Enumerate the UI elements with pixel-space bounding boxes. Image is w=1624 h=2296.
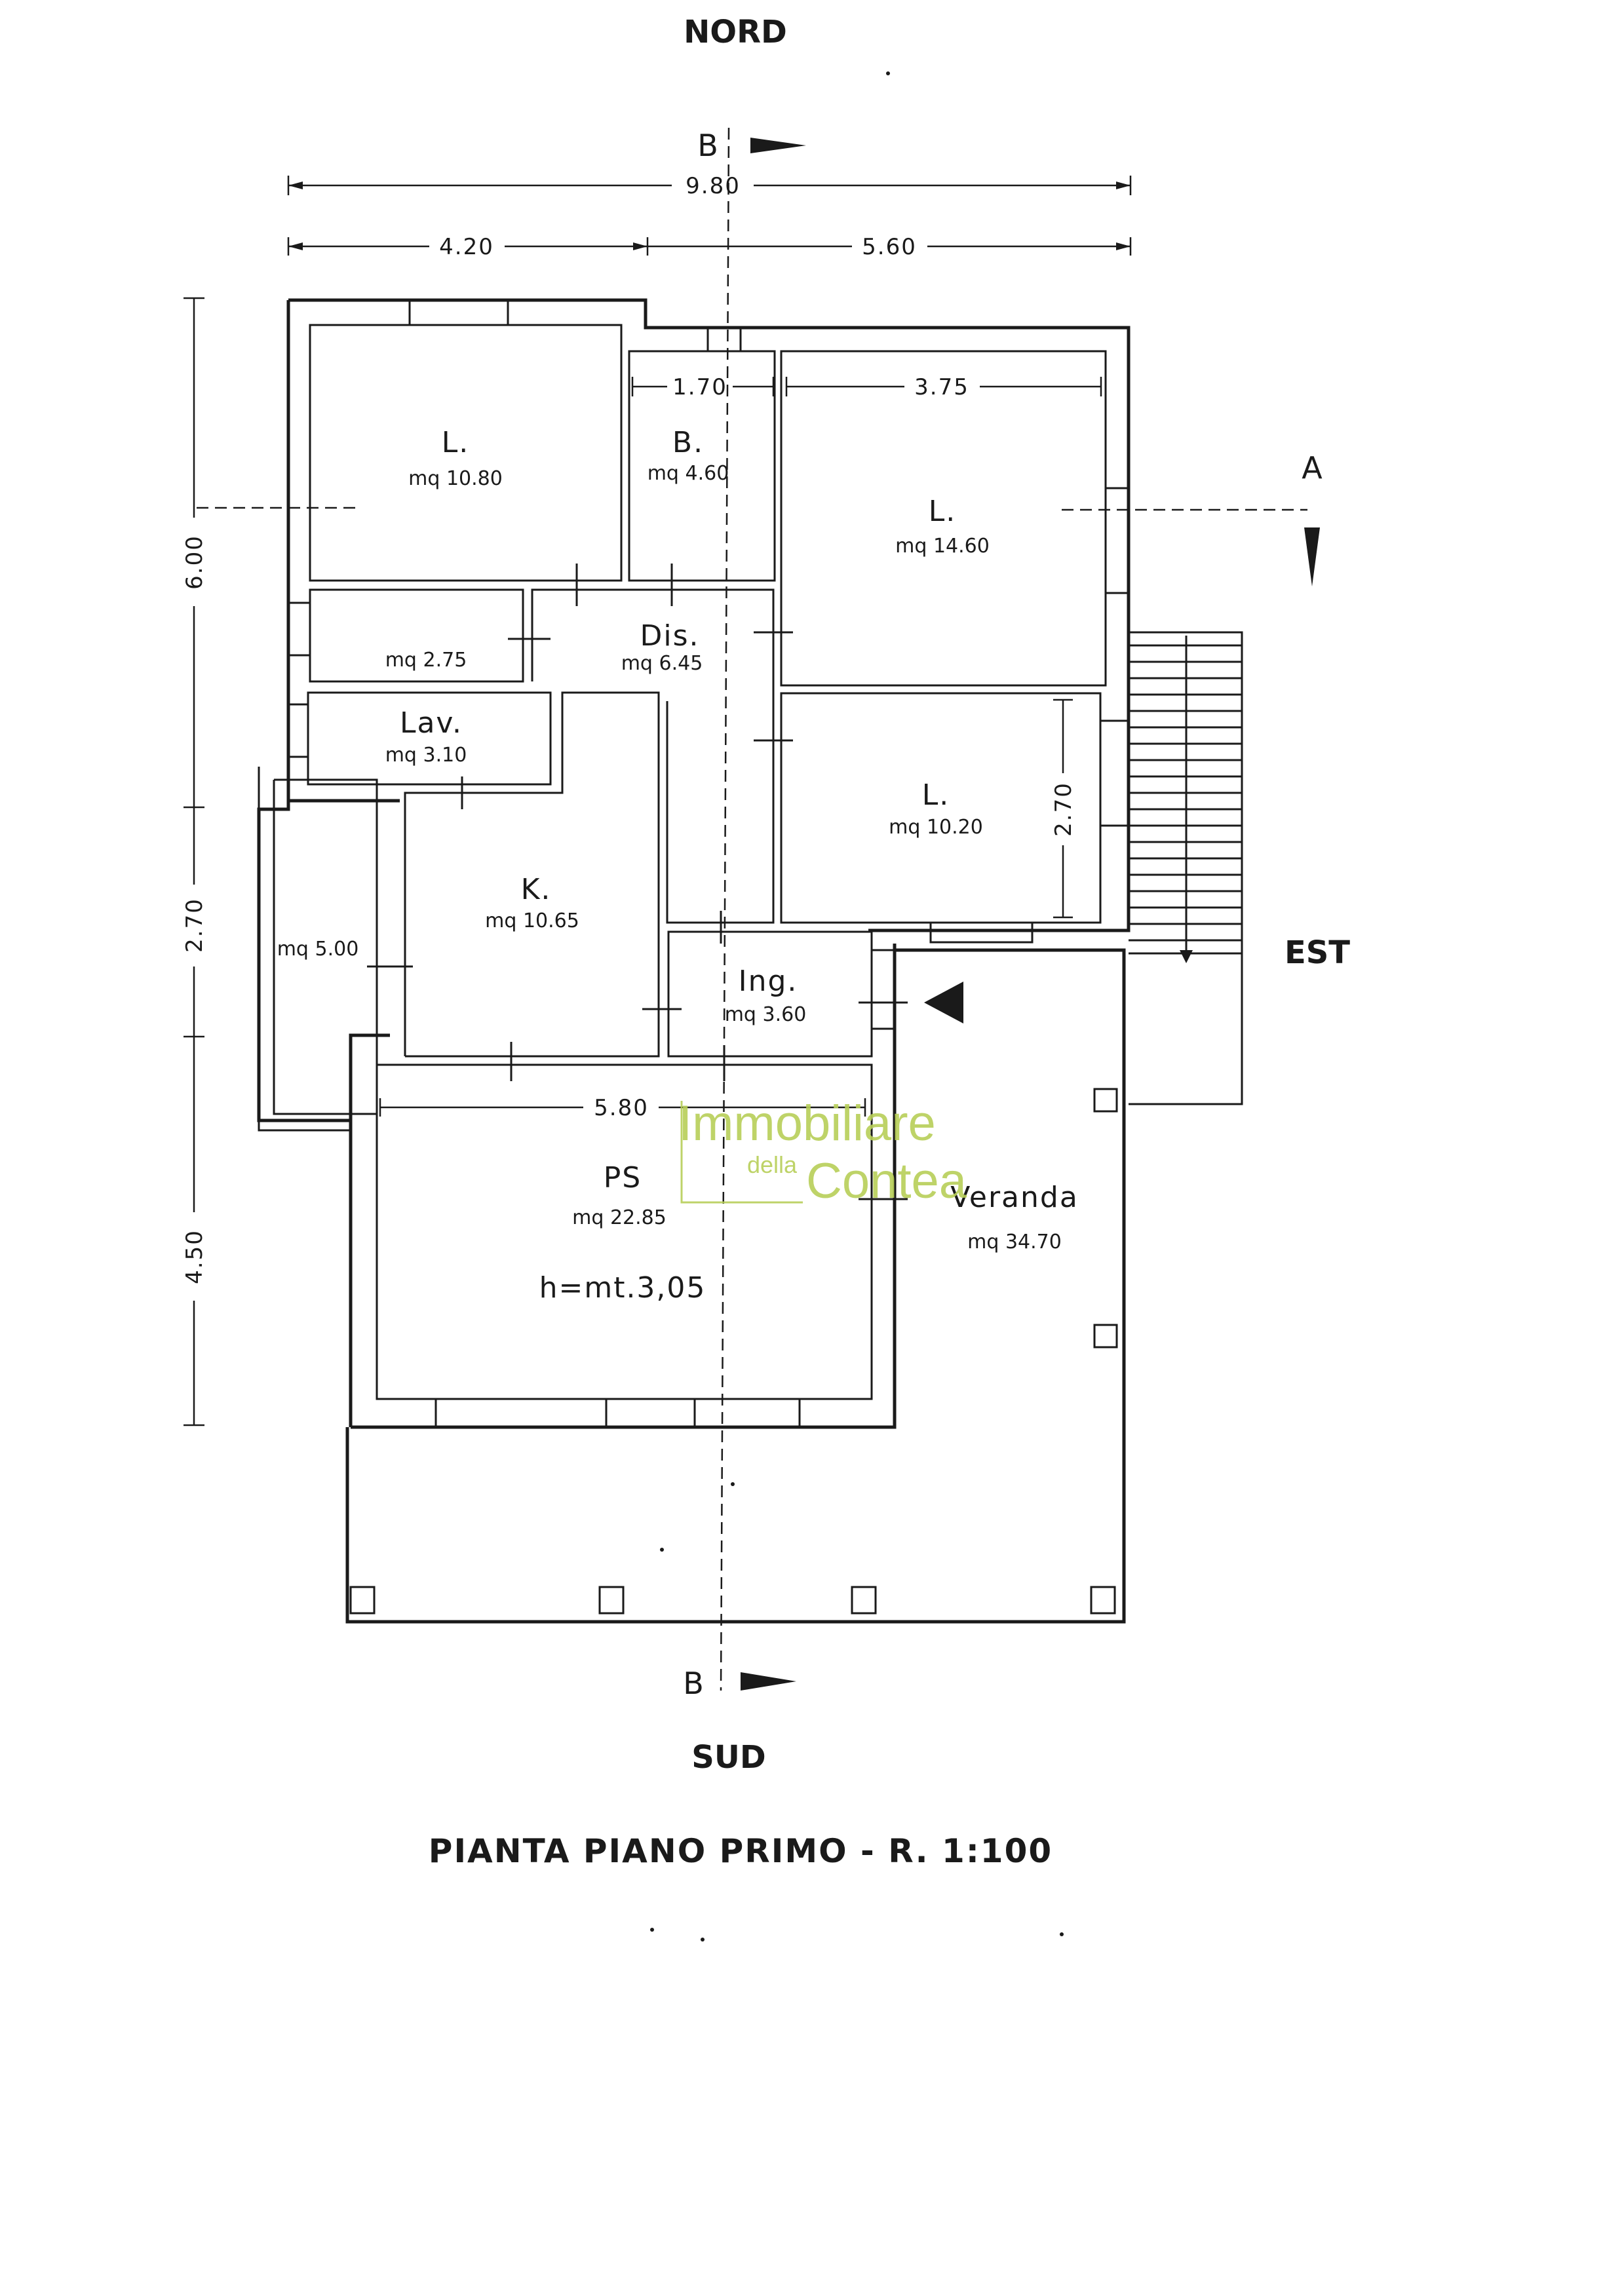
dim-overall-label: 9.80 — [686, 173, 741, 199]
room-entrance-label: Ing. — [739, 965, 798, 998]
room-side-porch-area: mq 5.00 — [277, 938, 359, 961]
compass-east-label: EST — [1285, 934, 1350, 971]
room-bedroom-nw: L. mq 10.80 — [408, 426, 503, 490]
dim-bath-label: 1.70 — [672, 374, 727, 400]
room-entrance-area: mq 3.60 — [725, 1003, 807, 1026]
watermark-line3: Contea — [806, 1153, 967, 1209]
dimension-left-vertical: 6.00 2.70 4.50 — [182, 297, 208, 1426]
drawing-title: PIANTA PIANO PRIMO - R. 1:100 — [429, 1832, 1053, 1870]
room-hallway-area: mq 6.45 — [621, 652, 703, 675]
room-living-label: PS — [604, 1161, 642, 1195]
room-bathroom: B. mq 4.60 — [648, 426, 729, 485]
window-living-south-1 — [435, 1398, 608, 1428]
section-a-arrow — [1304, 527, 1320, 586]
room-veranda-label: Veranda — [950, 1181, 1079, 1214]
dim-left-middle-label: 2.70 — [182, 898, 208, 953]
room-closet: mq 2.75 — [385, 649, 467, 672]
window-bedroom-e-south — [929, 921, 1034, 944]
dimension-overall-width: 9.80 — [287, 173, 1132, 199]
watermark-line1: Immobiliare — [678, 1096, 936, 1151]
compass-north-label: NORD — [684, 14, 787, 50]
room-bedroom-ne-area: mq 14.60 — [895, 535, 990, 558]
window-bedroom-ne — [1104, 487, 1130, 594]
room-laundry: Lav. mq 3.10 — [385, 706, 467, 767]
section-b-bottom-label: B — [683, 1666, 704, 1701]
room-veranda-area: mq 34.70 — [967, 1231, 1062, 1253]
watermark-frame — [680, 1101, 803, 1204]
room-hallway: Dis. mq 6.45 — [621, 619, 703, 675]
external-staircase — [1129, 631, 1243, 1105]
window-entrance — [870, 949, 896, 1030]
room-bedroom-ne: L. mq 14.60 — [895, 495, 990, 558]
room-bedroom-nw-area: mq 10.80 — [408, 467, 503, 490]
dimension-bedroom-width: 3.75 — [785, 374, 1102, 400]
dimension-living-width: 5.80 — [379, 1095, 866, 1121]
dim-west-label: 4.20 — [439, 234, 494, 260]
window-bedroom-e — [1099, 719, 1130, 827]
dim-left-upper-label: 6.00 — [182, 535, 208, 590]
room-kitchen-area: mq 10.65 — [485, 909, 579, 932]
room-bedroom-e-label: L. — [922, 778, 950, 812]
room-kitchen: K. mq 10.65 — [485, 873, 579, 932]
room-bedroom-e-area: mq 10.20 — [889, 816, 983, 839]
dim-east-label: 5.60 — [862, 234, 917, 260]
dimension-bedroom2-depth: 2.70 — [1051, 698, 1077, 919]
room-side-porch: mq 5.00 — [277, 938, 359, 961]
dim-bedroom2-label: 2.70 — [1051, 782, 1077, 837]
room-bathroom-area: mq 4.60 — [648, 462, 729, 485]
window-closet — [287, 602, 311, 657]
watermark-line2: della — [747, 1151, 798, 1178]
room-bedroom-ne-label: L. — [929, 495, 957, 528]
section-mark-b-top: B — [697, 128, 806, 163]
room-entrance: Ing. mq 3.60 — [725, 965, 807, 1026]
section-b-top-label: B — [697, 128, 718, 163]
section-mark-b-bottom: B — [683, 1666, 796, 1701]
stair-treads — [1129, 644, 1242, 942]
window-bathroom — [706, 326, 742, 353]
room-kitchen-label: K. — [521, 873, 552, 906]
windows — [287, 299, 1130, 1428]
room-veranda: Veranda mq 34.70 — [950, 1181, 1079, 1253]
section-mark-a: A — [1302, 450, 1323, 586]
room-bedroom-nw-label: L. — [442, 426, 470, 459]
section-b-top-arrow — [750, 138, 806, 153]
window-bedroom-nw — [408, 299, 509, 326]
compass-south-label: SUD — [691, 1739, 765, 1776]
dim-left-lower-label: 4.50 — [182, 1229, 208, 1284]
dimension-bath-width: 1.70 — [631, 374, 775, 400]
door-marks — [367, 564, 908, 1200]
dim-bedroom-label: 3.75 — [914, 374, 969, 400]
section-line-b — [720, 127, 730, 1691]
scan-specks — [650, 71, 1064, 1942]
dim-living-label: 5.80 — [594, 1095, 649, 1121]
entrance-arrow-icon — [924, 982, 963, 1024]
room-living: PS mq 22.85 h=mt.3,05 — [539, 1161, 706, 1305]
pillars — [349, 1088, 1118, 1615]
room-hallway-label: Dis. — [640, 619, 699, 653]
dimension-west-east: 4.20 5.60 — [287, 234, 1132, 260]
room-laundry-label: Lav. — [400, 706, 463, 740]
room-laundry-area: mq 3.10 — [385, 744, 467, 767]
room-bathroom-label: B. — [672, 426, 704, 459]
window-laundry — [287, 703, 309, 758]
room-closet-area: mq 2.75 — [385, 649, 467, 672]
window-living-south-2 — [693, 1398, 801, 1428]
room-living-height: h=mt.3,05 — [539, 1271, 706, 1305]
section-a-label: A — [1302, 450, 1323, 486]
watermark-logo: Immobiliare della Contea — [678, 1096, 967, 1209]
section-b-bottom-arrow — [741, 1672, 796, 1691]
room-living-area: mq 22.85 — [572, 1206, 667, 1229]
room-bedroom-e: L. mq 10.20 — [889, 778, 983, 839]
